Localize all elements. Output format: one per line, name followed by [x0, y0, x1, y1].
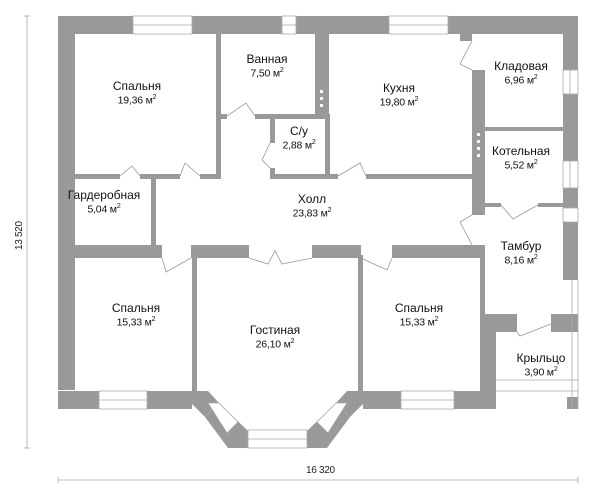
room-wc: С/у 2,88 м2 — [282, 124, 316, 152]
room-area: 15,33 м2 — [399, 315, 439, 329]
room-area: 3,90 м2 — [524, 365, 558, 379]
room-area: 5,04 м2 — [87, 202, 121, 216]
dimension-lines — [24, 15, 579, 483]
room-bedroom-se: Спальня 15,33 м2 — [394, 301, 444, 329]
room-name: Гардеробная — [67, 188, 141, 202]
room-name: Спальня — [112, 79, 162, 93]
room-area: 26,10 м2 — [255, 337, 295, 351]
room-living-room: Гостиная 26,10 м2 — [249, 323, 301, 351]
dimension-width: 16 320 — [306, 465, 335, 476]
room-name: Кухня — [382, 81, 416, 95]
room-name: Холл — [297, 192, 327, 206]
room-area: 23,83 м2 — [292, 206, 332, 220]
room-area: 19,80 м2 — [379, 95, 419, 109]
room-name: Спальня — [394, 301, 444, 315]
vent-ducts — [320, 90, 480, 157]
room-boiler: Котельная 5,52 м2 — [491, 144, 551, 172]
room-name: Тамбур — [500, 239, 542, 253]
room-area: 6,96 м2 — [504, 73, 538, 87]
room-hall: Холл 23,83 м2 — [292, 192, 332, 220]
room-area: 19,36 м2 — [117, 93, 157, 107]
room-area: 5,52 м2 — [504, 158, 538, 172]
room-area: 2,88 м2 — [282, 138, 316, 152]
room-name: Гостиная — [249, 323, 301, 337]
room-name: Ванная — [246, 52, 288, 66]
dimension-height: 13 520 — [14, 221, 25, 250]
room-name: Котельная — [491, 144, 551, 158]
door-swings — [119, 40, 552, 337]
room-bathroom: Ванная 7,50 м2 — [246, 52, 288, 80]
room-vestibule: Тамбур 8,16 м2 — [500, 239, 542, 267]
room-area: 7,50 м2 — [250, 66, 284, 80]
room-porch: Крыльцо 3,90 м2 — [516, 351, 566, 379]
room-name: Спальня — [111, 301, 161, 315]
room-storage: Кладовая 6,96 м2 — [494, 59, 548, 87]
windows — [98, 15, 579, 449]
room-bedroom-sw: Спальня 15,33 м2 — [111, 301, 161, 329]
room-bedroom-nw: Спальня 19,36 м2 — [112, 79, 162, 107]
room-kitchen: Кухня 19,80 м2 — [379, 81, 419, 109]
room-area: 15,33 м2 — [116, 315, 156, 329]
room-name: Крыльцо — [516, 351, 566, 365]
room-name: Кладовая — [494, 59, 548, 73]
room-area: 8,16 м2 — [504, 253, 538, 267]
room-wardrobe: Гардеробная 5,04 м2 — [67, 188, 141, 216]
room-name: С/у — [289, 124, 308, 138]
